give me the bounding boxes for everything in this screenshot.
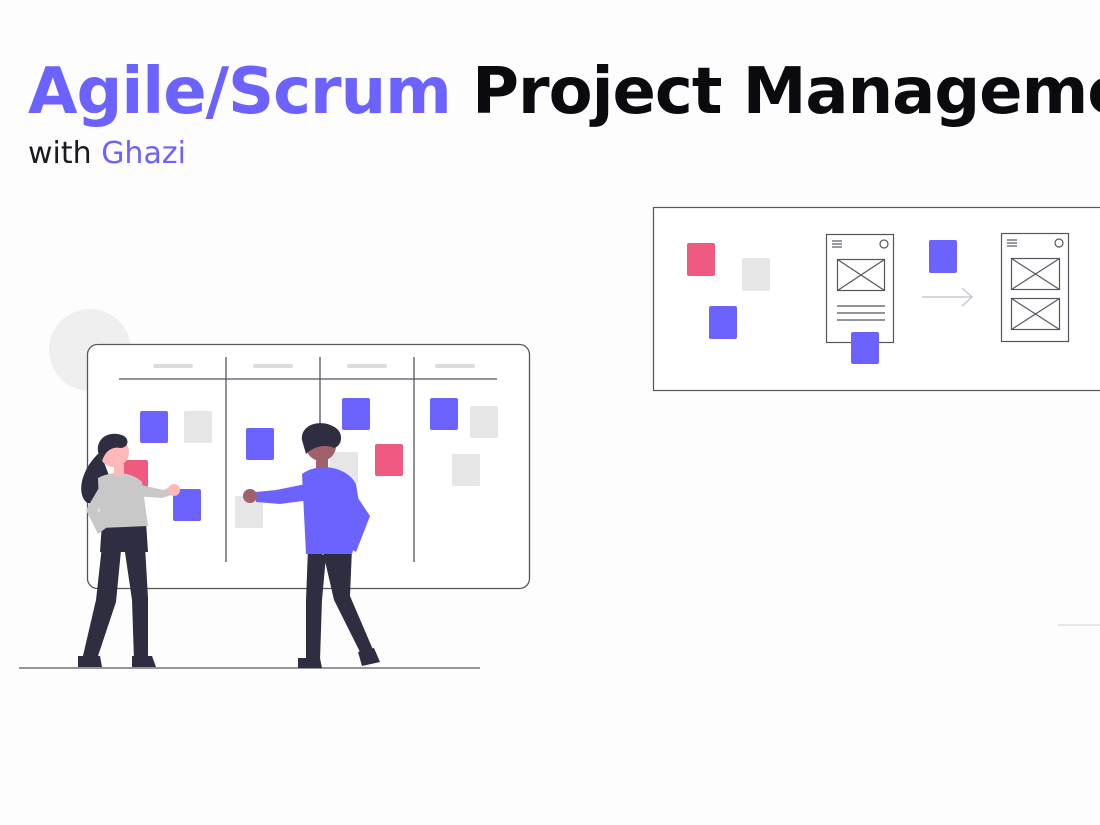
page-title: Agile/Scrum Project Management — [28, 52, 1100, 132]
flow-arrow-icon — [922, 287, 974, 307]
column-header-3 — [347, 364, 387, 368]
title-accent: Agile/Scrum — [28, 55, 452, 129]
title-rest: Project Management — [472, 55, 1100, 129]
column-header-1 — [153, 364, 193, 368]
panel-sticky-purple — [709, 306, 737, 339]
wireframe-page-1 — [825, 233, 895, 344]
panel-sticky-gray — [742, 258, 770, 291]
subtitle-prefix: with — [28, 136, 102, 171]
woman-figure-icon — [78, 433, 180, 667]
panel-sticky-purple-3 — [929, 240, 957, 273]
kanban-board-icon — [49, 309, 531, 590]
wireframe-page-2 — [1000, 232, 1070, 343]
wireframe-flow-icon — [652, 206, 1100, 392]
column-header-2 — [253, 364, 293, 368]
page-subtitle: with Ghazi — [28, 134, 186, 174]
panel-sticky-purple-2 — [851, 332, 879, 364]
man-figure-icon — [243, 423, 380, 668]
panel-sticky-pink — [687, 243, 715, 276]
subtitle-name: Ghazi — [101, 136, 186, 171]
column-header-4 — [435, 364, 475, 368]
